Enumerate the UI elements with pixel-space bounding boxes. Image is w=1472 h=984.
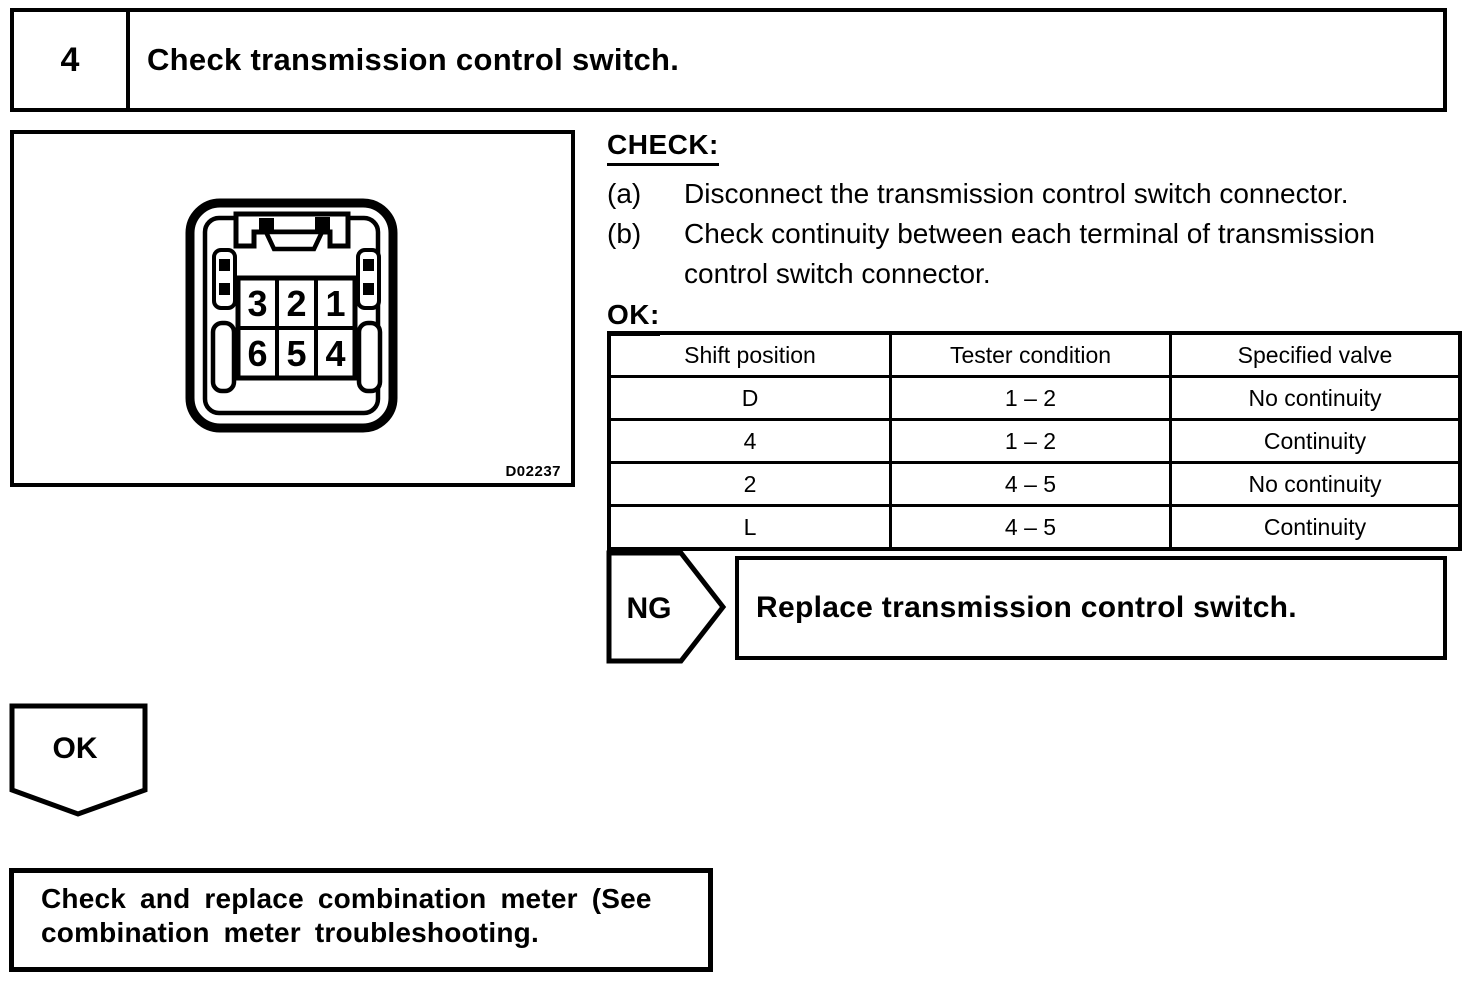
terminal-6: 6 (247, 333, 267, 374)
figure-code: D02237 (505, 463, 561, 480)
check-steps: (a) Disconnect the transmission control … (607, 174, 1465, 294)
table-cell: 4 – 5 (889, 461, 1172, 507)
header-tester-condition: Tester condition (889, 331, 1172, 378)
table-cell: 1 – 2 (889, 375, 1172, 421)
header-shift-position: Shift position (607, 331, 892, 378)
table-cell: Continuity (1169, 418, 1462, 464)
table-cell: D (607, 375, 892, 421)
ok-arrow: OK (9, 703, 148, 817)
ng-action-box: Replace transmission control switch. (735, 556, 1447, 660)
connector-terminal-grid (235, 275, 358, 381)
ok-arrow-shape (9, 703, 148, 817)
terminal-4: 4 (325, 333, 345, 374)
table-cell: No continuity (1169, 461, 1462, 507)
check-step-a: (a) Disconnect the transmission control … (607, 174, 1465, 214)
ok-label: OK (53, 732, 98, 765)
continuity-table: Shift position Tester condition Specifie… (607, 331, 1462, 551)
header-specified-valve: Specified valve (1169, 331, 1462, 378)
table-row: L 4 – 5 Continuity (607, 504, 1462, 551)
terminal-numbers: 3 2 1 6 5 4 (247, 283, 345, 374)
result-line-2: combination meter troubleshooting. (41, 917, 539, 948)
terminal-2: 2 (286, 283, 306, 324)
connector-right-clip (356, 248, 383, 394)
result-box: Check and replace combination meter (See… (9, 868, 713, 972)
step-label: (a) (607, 178, 642, 209)
ng-label: NG (627, 592, 672, 625)
table-cell: Continuity (1169, 504, 1462, 551)
step-label: (b) (607, 218, 642, 249)
table-cell: L (607, 504, 892, 551)
step-text: Check continuity between each terminal o… (684, 218, 1376, 289)
ng-action-text: Replace transmission control switch. (756, 591, 1297, 624)
terminal-1: 1 (325, 283, 345, 324)
check-section: CHECK: (a) Disconnect the transmission c… (607, 129, 1465, 336)
step-header: 4 Check transmission control switch. (10, 8, 1447, 112)
connector-lock-wedge (262, 229, 326, 252)
ng-arrow: NG (606, 550, 727, 664)
check-heading: CHECK: (607, 129, 719, 166)
table-cell: 2 (607, 461, 892, 507)
table-row: D 1 – 2 No continuity (607, 375, 1462, 421)
connector-left-clip (210, 248, 237, 394)
result-line-1: Check and replace combination meter (See (41, 883, 652, 914)
table-row: 4 1 – 2 Continuity (607, 418, 1462, 464)
connector-diagram: 3 2 1 6 5 4 (185, 198, 398, 433)
terminal-3: 3 (247, 283, 267, 324)
terminal-5: 5 (286, 333, 306, 374)
step-title: Check transmission control switch. (147, 42, 680, 77)
table-cell: 1 – 2 (889, 418, 1172, 464)
lock-tab-hole-left (259, 218, 274, 231)
step-number: 4 (14, 12, 130, 108)
connector-figure-box: 3 2 1 6 5 4 D02237 (10, 130, 575, 487)
table-cell: No continuity (1169, 375, 1462, 421)
ng-arrow-shape (606, 550, 727, 664)
step-text: Disconnect the transmission control swit… (684, 178, 1349, 209)
lock-tab-hole-right (315, 217, 330, 230)
table-row: 2 4 – 5 No continuity (607, 461, 1462, 507)
check-step-b: (b) Check continuity between each termin… (607, 214, 1465, 294)
table-header-row: Shift position Tester condition Specifie… (607, 331, 1462, 378)
table-cell: 4 (607, 418, 892, 464)
table-cell: 4 – 5 (889, 504, 1172, 551)
